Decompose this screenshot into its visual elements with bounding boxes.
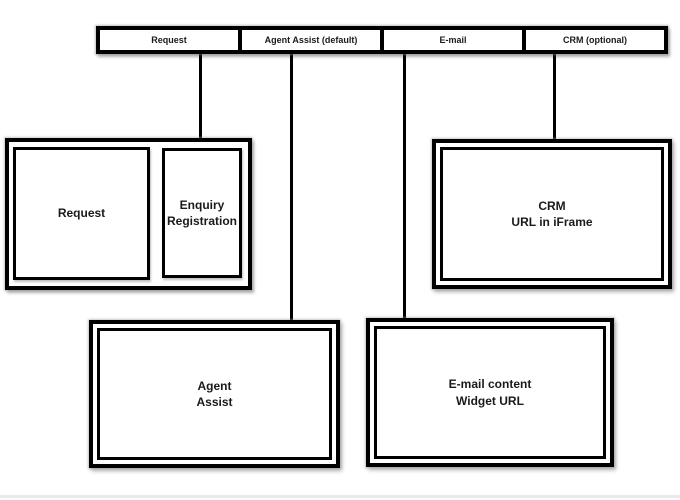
tab-email: E-mail xyxy=(382,28,524,52)
enquiry-registration-box: Enquiry Registration xyxy=(162,148,242,278)
request-box: Request xyxy=(13,147,150,280)
tab-crm-label: CRM (optional) xyxy=(563,35,627,45)
crm-iframe-box: CRM URL in iFrame xyxy=(432,139,672,289)
enquiry-registration-label: Enquiry Registration xyxy=(166,197,237,228)
connector-crm-line xyxy=(553,53,556,142)
crm-iframe-box-inner: CRM URL in iFrame xyxy=(440,147,664,281)
tab-request: Request xyxy=(98,28,240,52)
request-box-label: Request xyxy=(57,206,106,221)
tab-request-label: Request xyxy=(151,35,187,45)
tab-bar: Request Agent Assist (default) E-mail CR… xyxy=(96,26,668,54)
email-content-box: E-mail content Widget URL xyxy=(366,318,614,467)
page-bottom-edge xyxy=(0,495,680,498)
email-content-box-inner: E-mail content Widget URL xyxy=(374,326,606,459)
request-group-box: Request Enquiry Registration xyxy=(5,138,252,290)
email-content-label: E-mail content Widget URL xyxy=(448,377,532,408)
agent-assist-box: Agent Assist xyxy=(89,320,340,468)
tab-agent-assist-label: Agent Assist (default) xyxy=(264,35,358,45)
agent-assist-box-inner: Agent Assist xyxy=(97,328,332,460)
crm-iframe-label: CRM URL in iFrame xyxy=(511,198,593,229)
tab-email-label: E-mail xyxy=(439,35,467,45)
agent-assist-label: Agent Assist xyxy=(196,378,233,409)
tab-agent-assist: Agent Assist (default) xyxy=(240,28,382,52)
tab-crm: CRM (optional) xyxy=(524,28,666,52)
connector-agent-assist-line xyxy=(290,53,293,323)
connector-email-line xyxy=(403,53,406,321)
connector-request-line xyxy=(199,53,202,141)
